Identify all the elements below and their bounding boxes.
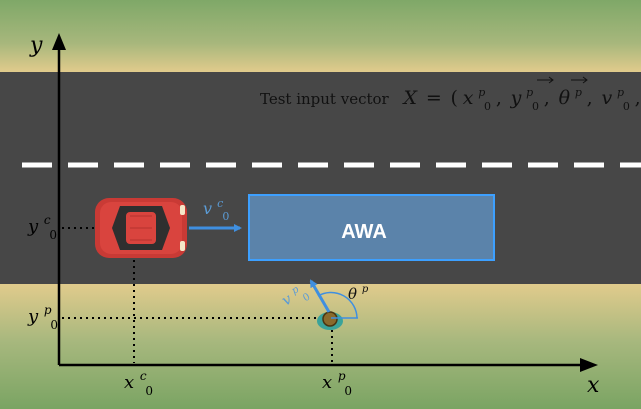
test-input-equation: Test input vector X = ( x p 0 , y p 0 , … — [260, 82, 641, 114]
pedestrian-icon — [317, 311, 343, 330]
ped-velocity-arrow — [309, 279, 331, 313]
theta-label: θ p — [348, 284, 369, 303]
x-axis-label: x — [587, 373, 600, 398]
car-icon — [95, 198, 187, 258]
x-axis-arrowhead-icon — [580, 358, 598, 372]
awa-label: AWA — [341, 221, 387, 243]
y0p-label: y p 0 — [27, 298, 58, 332]
x0c-label: x c 0 — [124, 364, 153, 398]
theta-arc — [317, 291, 358, 319]
y-axis-label: y — [29, 33, 43, 58]
y-axis-arrowhead-icon — [52, 33, 66, 50]
car-velocity-label: v c 0 — [203, 192, 229, 223]
top-grass-band — [0, 0, 641, 72]
y0c-label: y c 0 — [27, 208, 57, 242]
x0p-label: x p 0 — [322, 364, 352, 398]
awa-region — [248, 194, 495, 261]
vector-arrow-icon — [537, 76, 588, 84]
bottom-grass-band — [0, 284, 641, 409]
